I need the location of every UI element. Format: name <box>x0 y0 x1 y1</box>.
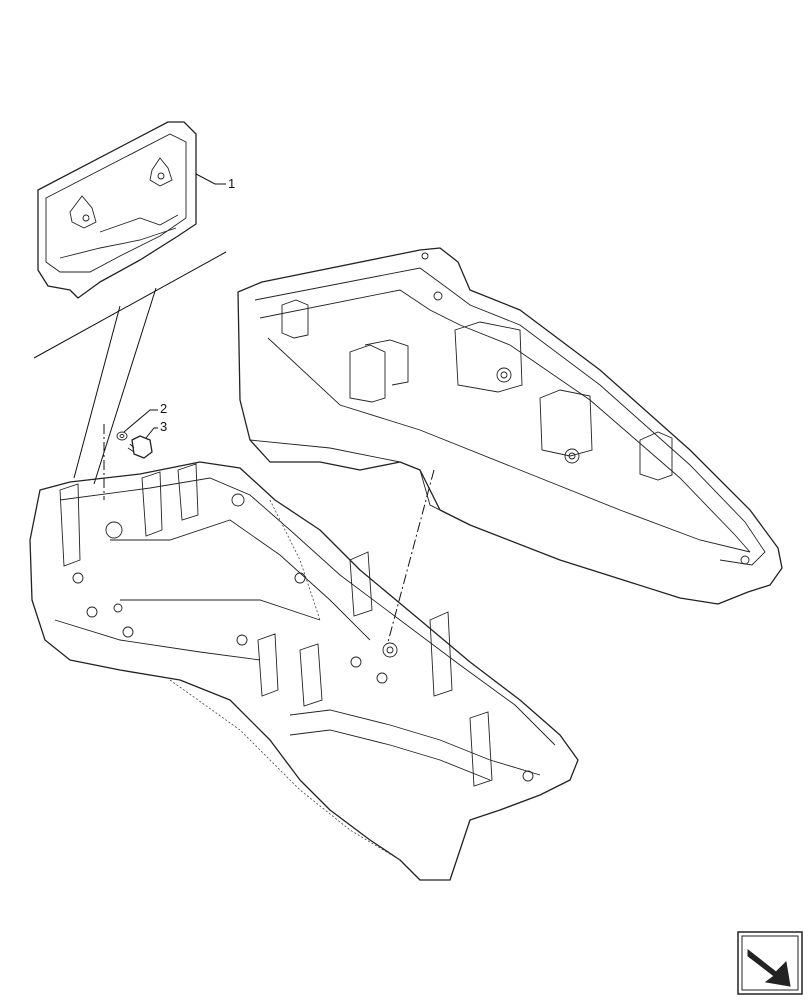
callout-1: 1 <box>195 173 235 191</box>
clip-icon <box>69 195 97 229</box>
upper-console-cover <box>237 247 783 605</box>
callout-label-2: 2 <box>160 401 167 416</box>
screw-and-washer <box>116 431 153 459</box>
callout-label-3: 3 <box>160 419 167 434</box>
detail-cap-part <box>37 121 197 299</box>
lower-console-base <box>29 461 579 881</box>
assembly-axis-cover <box>387 469 435 643</box>
mounting-bosses <box>72 493 534 782</box>
callout-3: 3 <box>145 419 167 439</box>
next-page-arrow-icon[interactable] <box>737 931 803 995</box>
clip-icon <box>149 157 173 187</box>
callout-2: 2 <box>123 401 167 433</box>
callout-label-1: 1 <box>228 176 235 191</box>
